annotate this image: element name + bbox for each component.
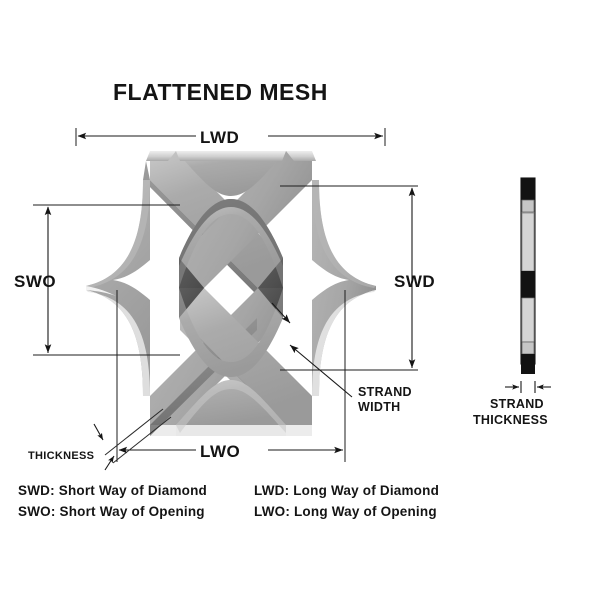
label-lwd: LWD xyxy=(200,128,239,147)
legend-row-0-right: LWD: Long Way of Diamond xyxy=(254,483,439,498)
label-thickness: THICKNESS xyxy=(28,450,94,462)
label-strand-width-line1: STRAND xyxy=(358,385,412,399)
label-strand-thickness-line1: STRAND xyxy=(490,397,544,411)
label-swd: SWD xyxy=(394,272,435,291)
dimension-swo: SWO xyxy=(14,206,56,353)
mesh-node-bottom xyxy=(176,288,286,436)
label-swo: SWO xyxy=(14,272,56,291)
callout-strand-width: STRAND WIDTH xyxy=(271,302,412,414)
label-strand-thickness-line2: THICKNESS xyxy=(473,413,548,427)
extension-lines xyxy=(33,128,418,462)
mesh-node-right xyxy=(312,180,376,396)
legend: SWD: Short Way of Diamond LWD: Long Way … xyxy=(18,483,439,519)
mesh-node-left xyxy=(86,180,150,396)
label-strand-width-line2: WIDTH xyxy=(358,400,400,414)
dimension-lwo: LWO xyxy=(118,442,343,461)
legend-row-1-right: LWO: Long Way of Opening xyxy=(254,504,437,519)
legend-row-1-left: SWO: Short Way of Opening xyxy=(18,504,205,519)
mesh-node-top xyxy=(176,151,286,288)
strand-thickness-profile: STRAND THICKNESS xyxy=(473,177,551,427)
mesh-artwork xyxy=(86,151,376,436)
callout-thickness: THICKNESS xyxy=(28,408,172,471)
legend-row-0-left: SWD: Short Way of Diamond xyxy=(18,483,207,498)
dimension-lwd: LWD xyxy=(77,128,383,147)
label-lwo: LWO xyxy=(200,442,240,461)
page-title: FLATTENED MESH xyxy=(113,79,328,105)
dimension-swd: SWD xyxy=(394,187,435,368)
